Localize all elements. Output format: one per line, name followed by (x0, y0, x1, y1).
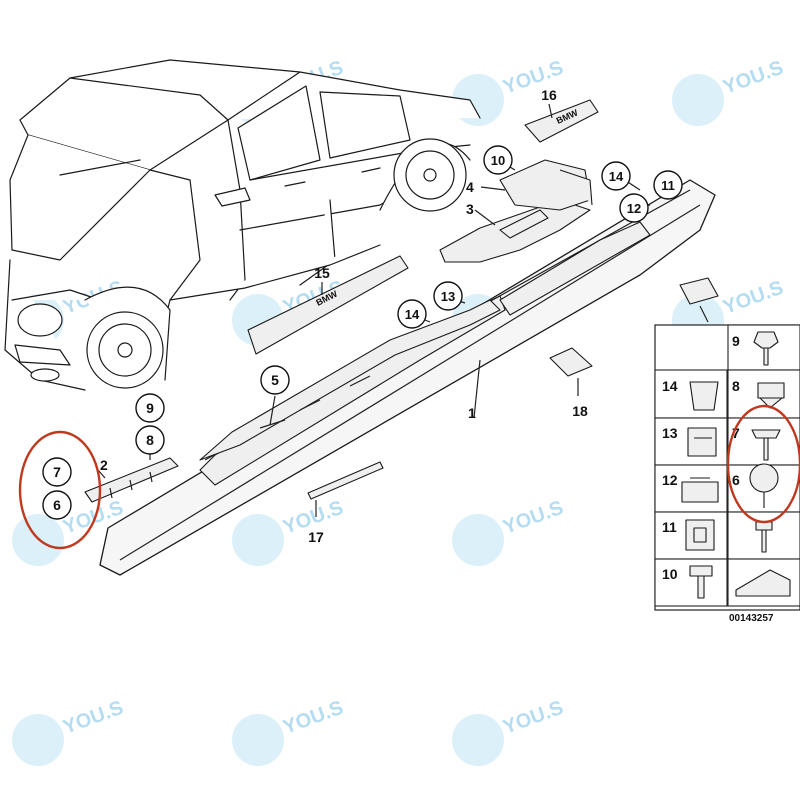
part-bracket-3 (439, 199, 591, 263)
legend-clip-13 (687, 427, 717, 457)
callout-1: 1 (468, 405, 476, 421)
callout-7-left: 7 (42, 457, 72, 487)
legend-arrow-icon (735, 569, 791, 597)
highlight-ellipse-left (18, 430, 102, 550)
legend-clip-8 (757, 382, 785, 409)
part-strip-17 (307, 461, 384, 500)
svg-text:5: 5 (271, 372, 279, 388)
legend-clip-12 (681, 477, 719, 503)
svg-text:7: 7 (53, 464, 61, 480)
svg-text:YOU.S: YOU.S (280, 697, 346, 739)
callout-14-rear: 14 (601, 161, 631, 191)
callout-3: 3 (466, 201, 474, 217)
callout-18-main: 18 (572, 403, 588, 419)
svg-text:9: 9 (146, 400, 154, 416)
svg-text:YOU.S: YOU.S (720, 277, 786, 319)
svg-text:14: 14 (609, 169, 624, 184)
catalog-number: 00143257 (729, 613, 774, 624)
callout-13: 13 (433, 281, 463, 311)
svg-text:6: 6 (53, 497, 61, 513)
callout-4: 4 (466, 179, 474, 195)
parts-legend: 9 14 8 13 7 12 6 11 10 00143257 (654, 324, 800, 624)
legend-grommet-14 (689, 381, 719, 411)
legend-item-12: 12 (662, 472, 678, 488)
callout-14-main: 14 (397, 299, 427, 329)
legend-nut-11 (685, 519, 715, 551)
svg-text:10: 10 (491, 153, 505, 168)
callout-11: 11 (653, 170, 683, 200)
callout-5: 5 (260, 365, 290, 395)
highlight-ellipse-legend (726, 404, 800, 524)
svg-text:8: 8 (146, 432, 154, 448)
callout-16: 16 (541, 87, 557, 103)
part-bracket-4 (499, 159, 593, 211)
part-pad-18a (549, 347, 593, 377)
car-outline (4, 59, 481, 391)
part-bracket-2 (84, 457, 179, 503)
legend-screw-7 (751, 429, 781, 461)
svg-text:14: 14 (405, 307, 420, 322)
legend-item-11: 11 (662, 519, 677, 535)
legend-rivet-6 (749, 463, 779, 508)
callout-9-top: 9 (135, 393, 165, 423)
legend-bolt-10 (689, 565, 713, 599)
svg-text:12: 12 (627, 201, 641, 216)
svg-text:13: 13 (441, 289, 455, 304)
callout-2: 2 (100, 457, 108, 473)
part-pad-18b (679, 277, 719, 305)
legend-item-14: 14 (662, 378, 678, 394)
svg-text:YOU.S: YOU.S (500, 697, 566, 739)
callout-15: 15 (314, 265, 330, 281)
callout-12: 12 (619, 193, 649, 223)
legend-item-10: 10 (662, 566, 678, 582)
svg-text:YOU.S: YOU.S (720, 57, 786, 99)
svg-text:11: 11 (661, 178, 675, 193)
callout-10: 10 (483, 145, 513, 175)
legend-item-13: 13 (662, 425, 678, 441)
callout-8-top: 8 (135, 425, 165, 455)
legend-item-8: 8 (732, 378, 740, 394)
svg-text:YOU.S: YOU.S (60, 697, 126, 739)
part-badge-16: BMW (524, 99, 599, 143)
part-trim-upper (199, 221, 651, 461)
legend-item-6: 6 (732, 472, 740, 488)
legend-bolt-9 (753, 331, 779, 366)
svg-text:YOU.S: YOU.S (500, 497, 566, 539)
callout-6-left: 6 (42, 490, 72, 520)
legend-item-7: 7 (732, 425, 740, 441)
legend-item-9: 9 (732, 333, 740, 349)
callout-labels: 1 2 3 4 5 9 8 7 6 10 11 12 13 14 14 15 1… (42, 87, 716, 545)
callout-17: 17 (308, 529, 324, 545)
